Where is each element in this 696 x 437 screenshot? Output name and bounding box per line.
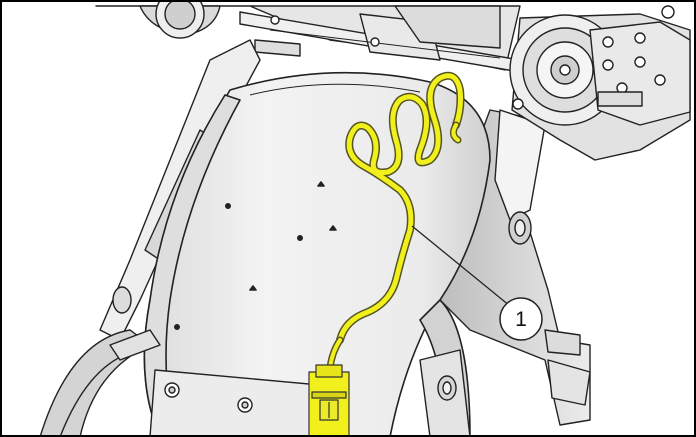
callout-1: 1	[411, 225, 543, 341]
hub-assembly	[509, 5, 691, 161]
upper-assembly	[95, 0, 521, 73]
fender-side-bracket	[109, 329, 161, 361]
license-plate-bracket	[149, 369, 321, 437]
callout-leader-line	[411, 225, 511, 307]
callout-number: 1	[515, 308, 527, 331]
callout-circle	[499, 297, 543, 341]
harness-connector	[308, 364, 350, 437]
lower-right-mount	[419, 349, 471, 437]
